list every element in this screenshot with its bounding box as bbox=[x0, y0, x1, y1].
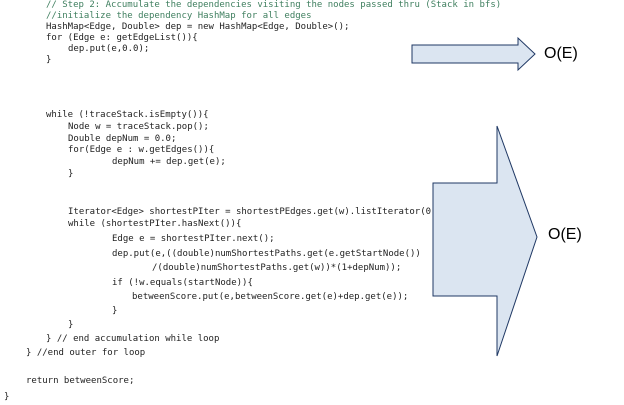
code-line-1: // Step 2: Accumulate the dependencies v… bbox=[46, 0, 502, 10]
code-line-9: Double depNum = 0.0; bbox=[68, 134, 177, 144]
code-line-19: betweenScore.put(e,betweenScore.get(e)+d… bbox=[132, 292, 409, 302]
code-line-13: Iterator<Edge> shortestPIter = shortestP… bbox=[68, 207, 442, 217]
code-line-2: //initialize the dependency HashMap for … bbox=[46, 11, 312, 21]
code-line-23: } //end outer for loop bbox=[26, 348, 146, 358]
code-line-21: } bbox=[68, 320, 74, 330]
code-line-4: for (Edge e: getEdgeList()){ bbox=[46, 33, 198, 43]
complexity-label-loop: O(E) bbox=[548, 226, 582, 243]
code-line-16: dep.put(e,((double)numShortestPaths.get(… bbox=[112, 249, 421, 259]
code-line-24: return betweenScore; bbox=[26, 376, 135, 386]
code-line-6: } bbox=[46, 55, 52, 65]
code-line-3: HashMap<Edge, Double> dep = new HashMap<… bbox=[46, 22, 350, 32]
code-line-12: } bbox=[68, 169, 74, 179]
small-right-arrow-icon bbox=[411, 36, 536, 72]
code-listing: // Step 2: Accumulate the dependencies v… bbox=[4, 0, 501, 402]
code-line-17: /(double)numShortestPaths.get(w))*(1+dep… bbox=[152, 263, 402, 273]
code-line-22: } // end accumulation while loop bbox=[46, 334, 220, 344]
code-line-10: for(Edge e : w.getEdges()){ bbox=[68, 145, 215, 155]
code-line-11: depNum += dep.get(e); bbox=[112, 157, 226, 167]
code-line-8: Node w = traceStack.pop(); bbox=[68, 122, 209, 132]
code-line-25: } bbox=[4, 392, 10, 402]
large-right-arrow-icon bbox=[432, 125, 538, 357]
code-line-14: while (shortestPIter.hasNext()){ bbox=[68, 219, 242, 229]
code-line-18: if (!w.equals(startNode)){ bbox=[112, 278, 253, 288]
code-line-15: Edge e = shortestPIter.next(); bbox=[112, 234, 275, 244]
code-line-5: dep.put(e,0.0); bbox=[68, 44, 150, 54]
code-line-7: while (!traceStack.isEmpty()){ bbox=[46, 110, 209, 120]
code-line-20: } bbox=[112, 306, 118, 316]
complexity-label-top: O(E) bbox=[544, 45, 578, 62]
